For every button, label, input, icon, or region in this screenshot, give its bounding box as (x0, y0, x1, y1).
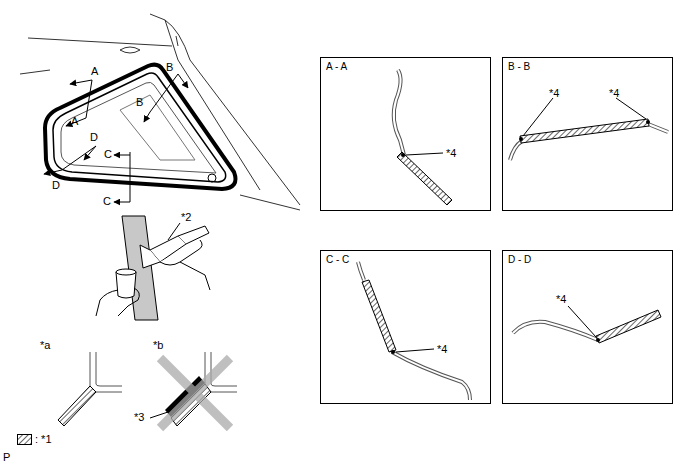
section-view-panel: C - C *4 (320, 250, 491, 404)
section-view-panel: A - A *4 (320, 57, 491, 211)
section-view-panel: B - B *4 *4 (502, 57, 673, 211)
section-marker: D (52, 180, 60, 191)
callout-number: *3 (134, 412, 144, 423)
legend-text: : *1 (35, 434, 52, 445)
callout-number: *4 (437, 344, 447, 355)
section-marker: D (90, 132, 98, 143)
legend-entry: : *1 (17, 434, 52, 445)
section-marker: C (104, 149, 112, 160)
view-letter: *b (153, 340, 163, 351)
callout-number: *4 (609, 88, 619, 99)
section-title: A - A (326, 62, 347, 72)
callout-number: *2 (181, 212, 191, 223)
legend-swatch (17, 434, 32, 445)
section-marker: A (91, 66, 98, 77)
callout-number: *4 (556, 294, 566, 305)
callout-number: *4 (446, 148, 456, 159)
callout-number: *4 (549, 88, 559, 99)
section-title: C - C (326, 255, 349, 265)
section-marker: B (136, 97, 143, 108)
figure-code: P (3, 452, 10, 463)
section-marker: A (71, 116, 78, 127)
section-title: D - D (508, 255, 531, 265)
section-title: B - B (508, 62, 530, 72)
section-view-panel: D - D *4 (502, 250, 673, 404)
section-marker: C (103, 196, 111, 207)
view-letter: *a (40, 340, 50, 351)
section-marker: B (166, 62, 173, 73)
